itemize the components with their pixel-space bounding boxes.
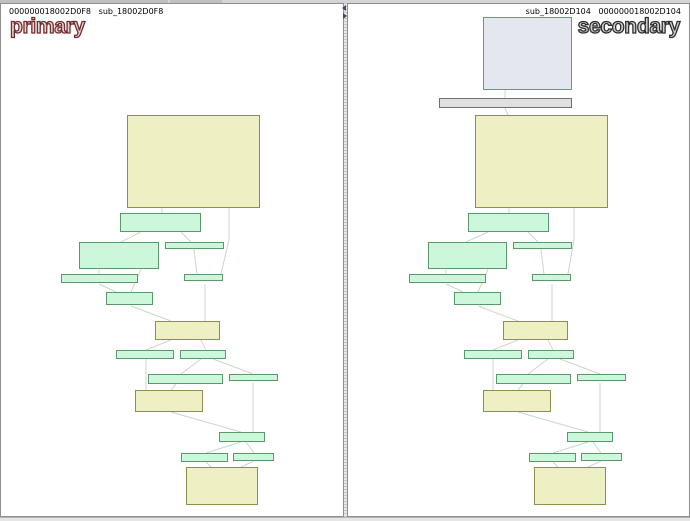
triangle-left-icon[interactable] [342, 5, 346, 11]
graph-node[interactable] [180, 350, 226, 359]
edge [205, 461, 212, 468]
graph-node[interactable] [532, 274, 571, 281]
graph-node[interactable] [483, 17, 572, 90]
edge [477, 305, 519, 322]
splitter-grip [344, 3, 347, 517]
graph-node[interactable] [529, 453, 576, 462]
edge [240, 460, 255, 468]
graph-node[interactable] [503, 321, 568, 340]
graph-node[interactable] [219, 432, 265, 442]
graph-node[interactable] [155, 321, 220, 340]
graph-node[interactable] [496, 374, 571, 384]
edge [547, 339, 554, 351]
edge [527, 358, 549, 375]
edge [540, 248, 545, 275]
graph-node[interactable] [409, 274, 486, 283]
secondary-graph-pane[interactable]: sub_18002D104 000000018002D104 secondary [347, 3, 690, 517]
tab-left[interactable] [0, 0, 168, 3]
secondary-function-header: sub_18002D104 000000018002D104 [525, 7, 681, 16]
edge [212, 358, 254, 375]
primary-graph-pane[interactable]: 000000018002D0F8 sub_18002D0F8 primary [0, 3, 344, 517]
graph-node[interactable] [577, 374, 626, 381]
graph-node[interactable] [233, 453, 274, 461]
graph-node[interactable] [513, 242, 572, 249]
graph-node[interactable] [184, 274, 223, 281]
graph-node[interactable] [229, 374, 278, 381]
edge [527, 231, 539, 243]
edge [552, 461, 559, 468]
edge [220, 239, 230, 275]
edge [517, 383, 524, 391]
triangle-right-icon[interactable] [343, 13, 347, 19]
graph-node[interactable] [120, 213, 201, 232]
edge [180, 358, 202, 375]
tab-right[interactable] [170, 0, 222, 3]
graph-node[interactable] [106, 292, 153, 305]
graph-node[interactable] [454, 292, 501, 305]
graph-node[interactable] [534, 467, 606, 505]
graph-node[interactable] [464, 350, 522, 359]
graph-node[interactable] [135, 390, 203, 412]
pane-splitter[interactable] [344, 3, 347, 517]
edge [552, 441, 589, 454]
edge [205, 441, 242, 454]
edge [445, 283, 464, 293]
secondary-label: secondary [577, 14, 681, 38]
graph-node[interactable] [428, 242, 507, 269]
graph-node[interactable] [186, 467, 258, 505]
primary-graph-edges [98, 208, 255, 468]
graph-node[interactable] [181, 453, 228, 462]
edge [145, 339, 172, 351]
edge [492, 339, 519, 351]
edge [170, 383, 177, 391]
graph-node[interactable] [475, 115, 608, 208]
graph-node[interactable] [528, 350, 574, 359]
edge [98, 283, 117, 293]
graph-node[interactable] [483, 390, 551, 412]
edge [592, 441, 602, 454]
graph-node[interactable] [116, 350, 174, 359]
edge [245, 441, 255, 454]
graph-node[interactable] [468, 213, 549, 232]
status-bar [0, 517, 690, 521]
top-tab-strip [0, 0, 690, 3]
edge [504, 107, 509, 116]
edge [465, 231, 489, 243]
edge [559, 358, 601, 375]
edge [170, 411, 242, 433]
graph-node[interactable] [165, 242, 224, 249]
primary-label: primary [9, 14, 86, 38]
graph-node[interactable] [61, 274, 138, 283]
primary-function-header: 000000018002D0F8 sub_18002D0F8 [9, 7, 164, 16]
edge [517, 411, 589, 433]
edge [200, 339, 207, 351]
edge [130, 305, 172, 322]
edge [567, 239, 575, 275]
graph-node[interactable] [127, 115, 260, 208]
graph-node[interactable] [148, 374, 223, 384]
edge [180, 231, 192, 243]
graph-node[interactable] [439, 98, 572, 108]
graph-node[interactable] [567, 432, 613, 442]
edge [587, 460, 602, 468]
graph-node[interactable] [79, 242, 159, 269]
edge [120, 231, 142, 243]
graph-node[interactable] [581, 453, 622, 461]
edge [193, 248, 198, 275]
